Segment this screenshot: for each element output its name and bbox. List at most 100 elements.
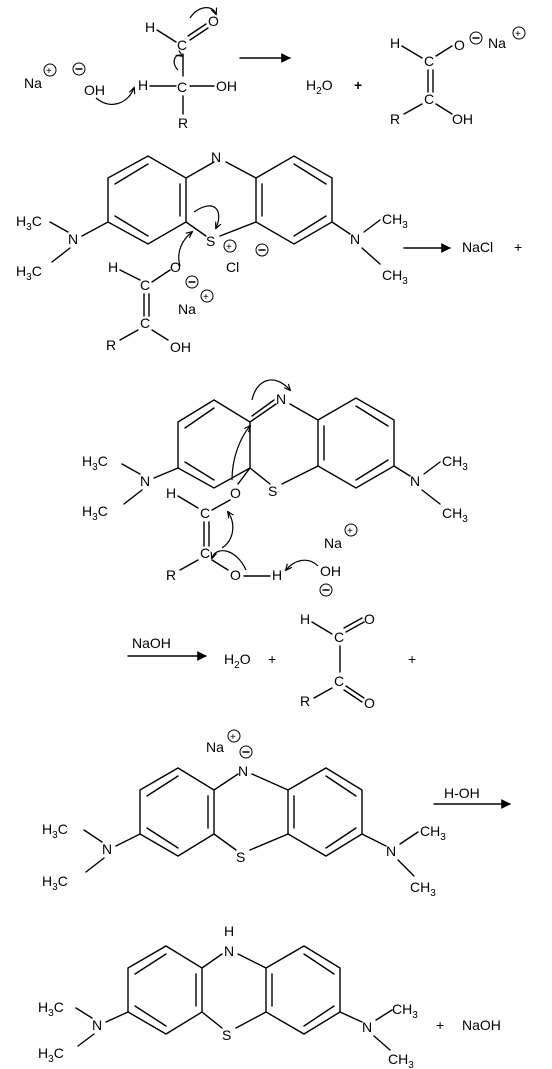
- minus-charge-icon: [72, 62, 86, 76]
- plus-charge-icon: [227, 729, 241, 743]
- curved-arrow-icon: [95, 88, 134, 105]
- methyl-label: H3C: [42, 873, 68, 893]
- methyl-label: CH3: [420, 823, 446, 843]
- hydroxide-label: OH: [320, 563, 341, 579]
- methyl-label: CH3: [392, 1001, 418, 1021]
- methyl-label: H3C: [42, 821, 68, 841]
- water-label: H2O: [224, 651, 251, 671]
- methyl-label: CH3: [388, 1051, 414, 1069]
- atom-r: R: [178, 115, 188, 131]
- methyl-label: H3C: [16, 213, 42, 233]
- step-6-leucomethylene-blue: H N S N H3C H3C N CH3 CH3 + NaOH: [38, 923, 501, 1069]
- step-4-oxidation-products: NaOH H2O + H C O C R O +: [127, 611, 416, 711]
- atom-s: S: [222, 1027, 231, 1043]
- atom-c: C: [424, 53, 434, 69]
- atom-o: O: [230, 485, 241, 501]
- plus-charge-icon: [43, 63, 57, 77]
- plus-sign: +: [354, 77, 362, 93]
- atom-h: H: [390, 35, 400, 51]
- minus-charge-icon: [255, 243, 269, 257]
- charge-plus-label: +: [347, 526, 353, 537]
- step-5-leuco-anion: Na + N S N H3C H3C N CH3 CH3 H-OH: [42, 729, 511, 899]
- atom-n: N: [224, 943, 234, 959]
- atom-h: H: [272, 567, 282, 583]
- minus-charge-icon: [469, 31, 483, 45]
- charge-plus-label: +: [226, 242, 232, 253]
- charge-plus-label: +: [46, 66, 52, 77]
- plus-sign: +: [268, 651, 276, 667]
- atom-r: R: [166, 567, 176, 583]
- atom-c: C: [177, 37, 187, 53]
- atom-o: O: [364, 611, 375, 627]
- atom-c: C: [334, 629, 344, 645]
- hydroxide-label: OH: [84, 82, 105, 98]
- curved-arrow-icon: [178, 232, 192, 267]
- charge-plus-label: +: [230, 732, 236, 743]
- curved-arrow-icon: [212, 550, 247, 571]
- atom-o: O: [208, 13, 219, 29]
- charge-plus-label: +: [515, 29, 521, 40]
- atom-c: C: [200, 505, 210, 521]
- atom-c: C: [177, 79, 187, 95]
- atom-r: R: [300, 693, 310, 709]
- atom-oh: OH: [216, 78, 237, 94]
- atom-o: O: [230, 567, 241, 583]
- atom-n: N: [68, 231, 78, 247]
- plus-charge-icon: [200, 289, 214, 303]
- atom-s: S: [236, 849, 245, 865]
- atom-h: H: [108, 259, 118, 275]
- atom-c: C: [200, 545, 210, 561]
- atom-o: O: [170, 259, 181, 275]
- step-1-deprotonation: Na + OH H C O H C OH R H2O + H C O: [24, 7, 526, 131]
- step-3-adduct: N S O N H3C H3C N CH3 CH3 H C: [82, 379, 468, 597]
- atom-c: C: [424, 91, 434, 107]
- charge-plus-label: +: [203, 292, 209, 303]
- atom-h: H: [166, 485, 176, 501]
- plus-sign: +: [514, 239, 522, 255]
- sodium-label: Na: [206, 739, 224, 755]
- methyl-label: H3C: [38, 1045, 64, 1065]
- atom-c: C: [140, 277, 150, 293]
- atom-n: N: [211, 149, 221, 165]
- water-label: H2O: [306, 77, 333, 97]
- atom-oh: OH: [170, 339, 191, 355]
- atom-h: H: [300, 611, 310, 627]
- sodium-label: Na: [488, 35, 506, 51]
- plus-sign: +: [408, 651, 416, 667]
- minus-charge-icon: [319, 583, 333, 597]
- naoh-reagent-label: NaOH: [132, 635, 171, 651]
- methyl-label: CH3: [382, 267, 408, 287]
- plus-charge-icon: [223, 239, 237, 253]
- atom-h: H: [224, 923, 234, 939]
- sodium-label: Na: [24, 75, 42, 91]
- minus-charge-icon: [239, 745, 253, 759]
- atom-n: N: [92, 1017, 102, 1033]
- atom-n: N: [238, 763, 248, 779]
- methyl-label: H3C: [82, 453, 108, 473]
- curved-arrow-icon: [193, 205, 219, 228]
- plus-sign: +: [436, 1017, 444, 1033]
- curved-arrow-icon: [231, 426, 250, 481]
- methyl-label: H3C: [82, 503, 108, 523]
- plus-charge-icon: [344, 523, 358, 537]
- atom-n: N: [362, 1019, 372, 1035]
- methyl-label: CH3: [410, 879, 436, 899]
- atom-o: O: [454, 37, 465, 53]
- atom-r: R: [106, 337, 116, 353]
- atom-r: R: [390, 111, 400, 127]
- plus-charge-icon: [512, 26, 526, 40]
- methyl-label: CH3: [382, 211, 408, 231]
- methyl-label: H3C: [38, 999, 64, 1019]
- step-2-methylene-blue: N S + N H3C H3C N CH3 CH3 Cl H C: [16, 149, 522, 355]
- methyl-label: CH3: [442, 505, 468, 525]
- curved-arrow-icon: [286, 559, 319, 570]
- chloride-label: Cl: [226, 259, 239, 275]
- atom-o: O: [364, 695, 375, 711]
- curved-arrow-icon: [221, 512, 233, 549]
- curved-arrow-icon: [189, 7, 216, 19]
- atom-c: C: [140, 315, 150, 331]
- atom-n: N: [102, 841, 112, 857]
- atom-s: S: [268, 483, 277, 499]
- sodium-label: Na: [324, 535, 342, 551]
